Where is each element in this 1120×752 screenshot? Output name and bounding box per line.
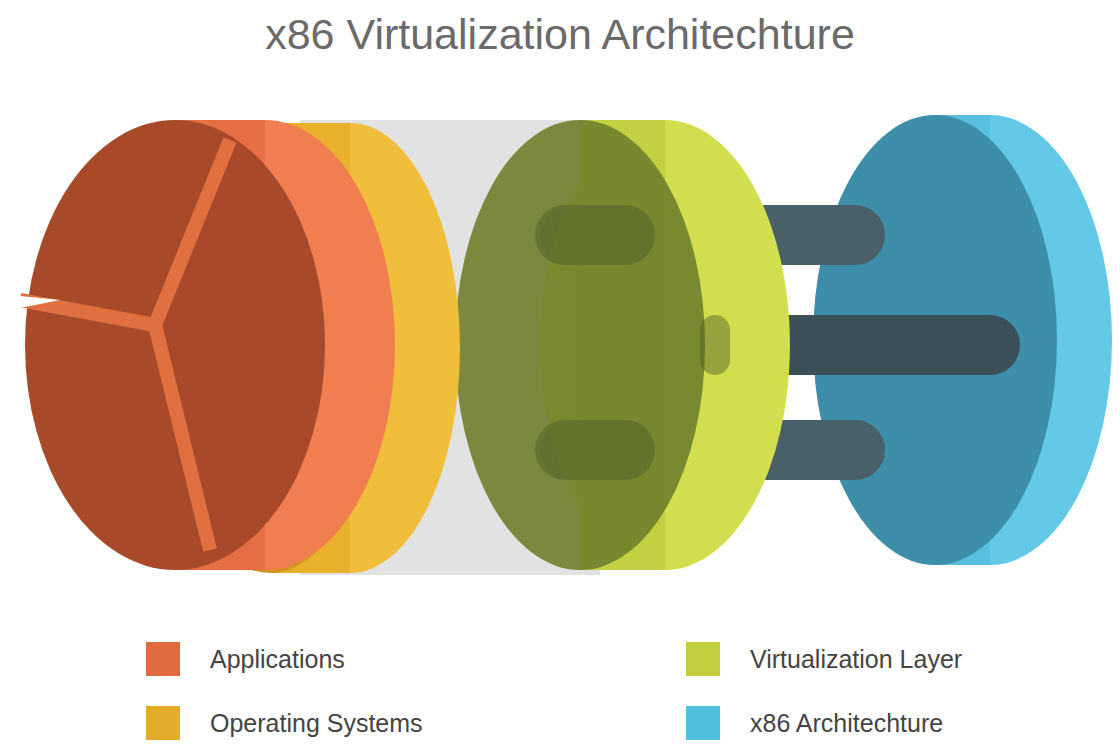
legend-label: Virtualization Layer bbox=[750, 642, 962, 676]
virtualization-disc bbox=[455, 120, 790, 570]
legend-label: Applications bbox=[210, 642, 345, 676]
legend-label: Operating Systems bbox=[210, 706, 423, 740]
applications-disc bbox=[10, 120, 395, 570]
legend-swatch bbox=[146, 642, 180, 676]
legend-swatch bbox=[686, 642, 720, 676]
legend-swatch bbox=[686, 706, 720, 740]
legend-swatch bbox=[146, 706, 180, 740]
diagram-title: x86 Virtualization Architechture bbox=[0, 10, 1120, 59]
legend-label: x86 Architechture bbox=[750, 706, 943, 740]
